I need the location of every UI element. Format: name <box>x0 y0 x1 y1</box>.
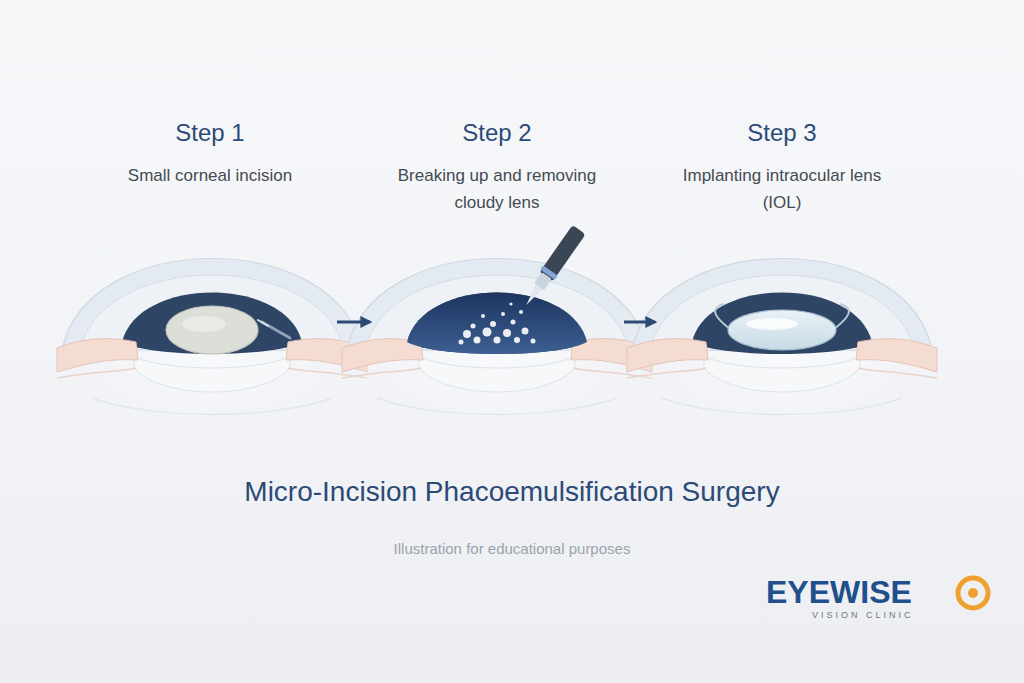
step-heading: Step 1 <box>85 118 335 148</box>
step-panel: Step 2 Breaking up and removing cloudy le… <box>372 110 622 400</box>
step-panel: Step 3 Implanting intraocular lens (IOL) <box>657 110 907 400</box>
step-description: Small corneal incision <box>90 162 330 189</box>
flow-arrow <box>624 321 655 324</box>
step-panel: Step 1 Small corneal incision <box>85 110 335 400</box>
diagram-title: Micro-Incision Phacoemulsification Surge… <box>0 474 1024 510</box>
flow-arrow <box>337 321 370 324</box>
step-description: Breaking up and removing cloudy lens <box>379 162 615 216</box>
step-heading: Step 3 <box>657 118 907 148</box>
step-heading: Step 2 <box>372 118 622 148</box>
step-description: Implanting intraocular lens (IOL) <box>682 162 882 216</box>
logo-subtitle: VISION CLINIC <box>812 609 914 621</box>
caption: Illustration for educational purposes <box>0 539 1024 559</box>
logo-wordmark: EYEWISE <box>766 574 912 610</box>
